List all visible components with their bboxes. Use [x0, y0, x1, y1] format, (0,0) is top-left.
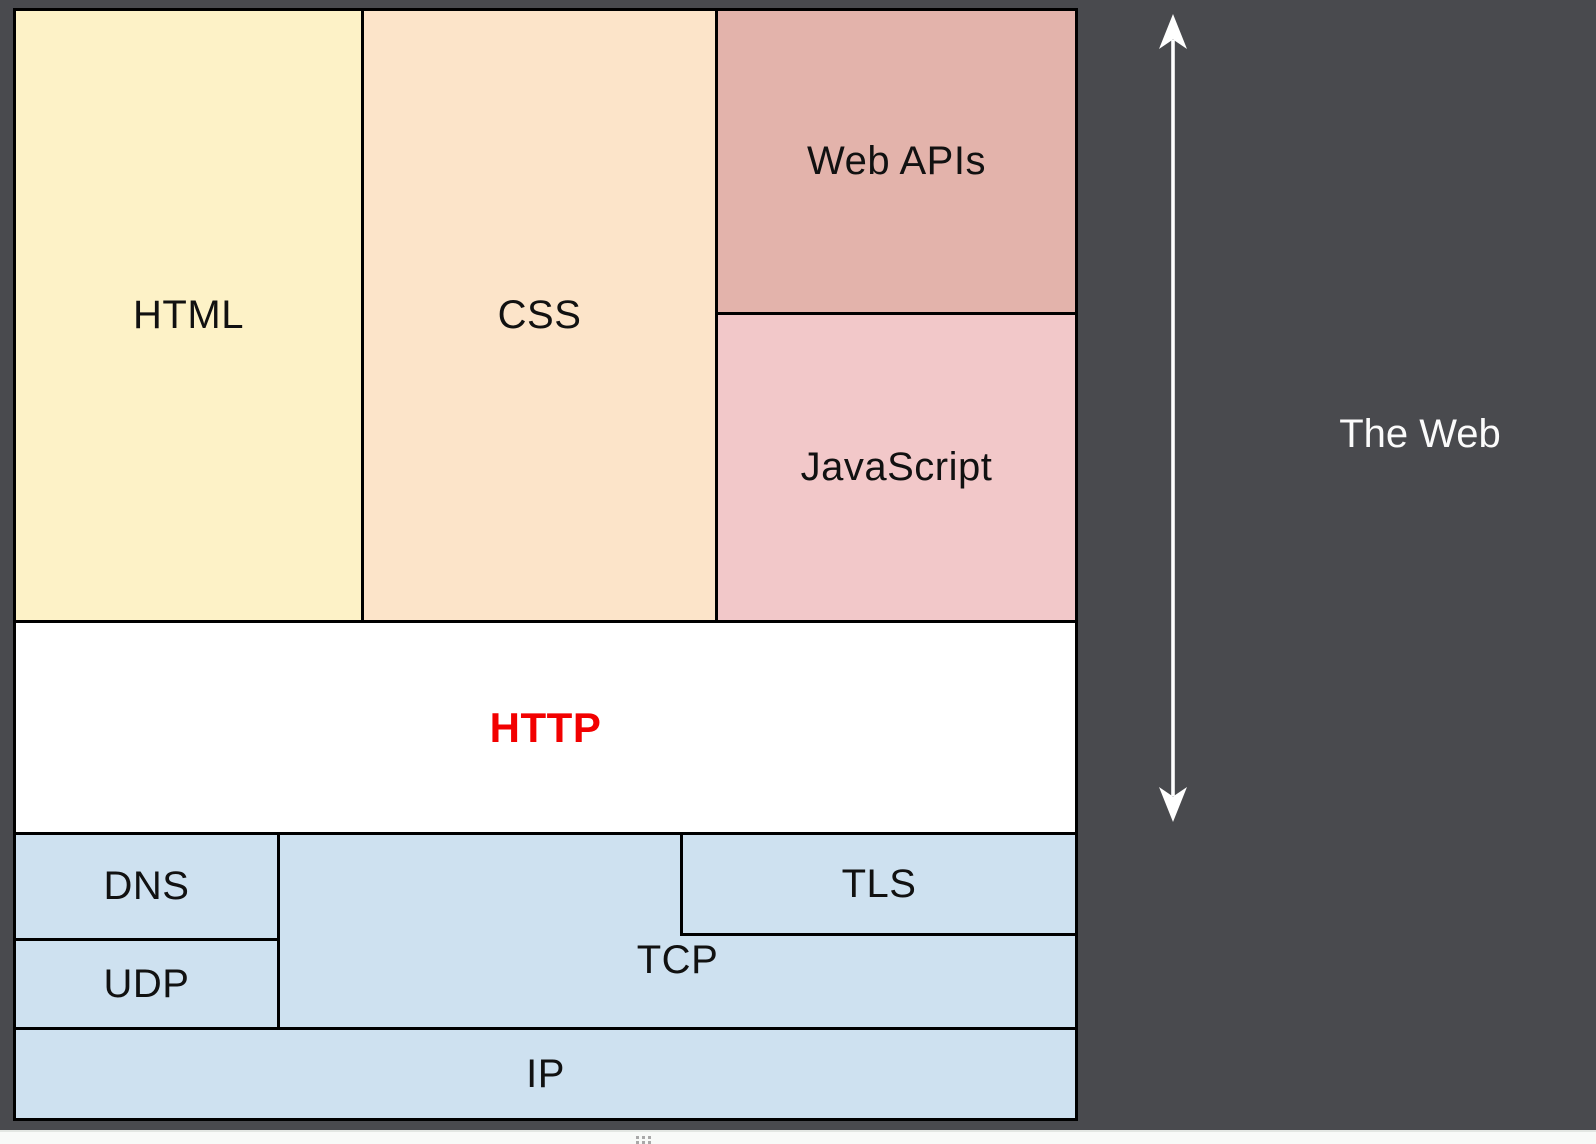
web-apis-label: Web APIs [807, 139, 986, 183]
scripting-column: Web APIs JavaScript [718, 11, 1075, 620]
html-block[interactable]: HTML [16, 11, 364, 620]
dns-block[interactable]: DNS [16, 835, 277, 941]
dns-label: DNS [103, 864, 190, 908]
ip-block[interactable]: IP [16, 1030, 1075, 1118]
udp-block[interactable]: UDP [16, 941, 277, 1027]
http-block[interactable]: HTTP [16, 623, 1075, 835]
web-apis-block[interactable]: Web APIs [718, 11, 1075, 315]
css-block[interactable]: CSS [364, 11, 718, 620]
languages-row: HTML CSS Web APIs JavaScript [16, 11, 1075, 623]
web-protocol-stack-diagram: HTML CSS Web APIs JavaScript HTTP DNS [13, 8, 1078, 1121]
tls-label: TLS [841, 861, 917, 906]
http-label: HTTP [489, 703, 602, 751]
tcp-block[interactable]: TLS TCP [280, 835, 1075, 1027]
the-web-label[interactable]: The Web [1339, 412, 1501, 456]
html-label: HTML [133, 293, 244, 337]
javascript-block[interactable]: JavaScript [718, 315, 1075, 620]
dns-udp-column: DNS UDP [16, 835, 280, 1027]
udp-label: UDP [103, 961, 190, 1006]
notes-divider[interactable] [0, 1130, 1596, 1144]
transport-row: DNS UDP TLS TCP [16, 835, 1075, 1030]
vertical-double-arrow-icon[interactable] [1150, 12, 1196, 824]
tls-block[interactable]: TLS [680, 835, 1075, 936]
drag-handle-dots-icon[interactable] [636, 1136, 639, 1139]
tcp-label: TCP [636, 938, 719, 982]
css-label: CSS [497, 293, 582, 337]
javascript-label: JavaScript [800, 445, 993, 489]
ip-label: IP [526, 1051, 565, 1096]
